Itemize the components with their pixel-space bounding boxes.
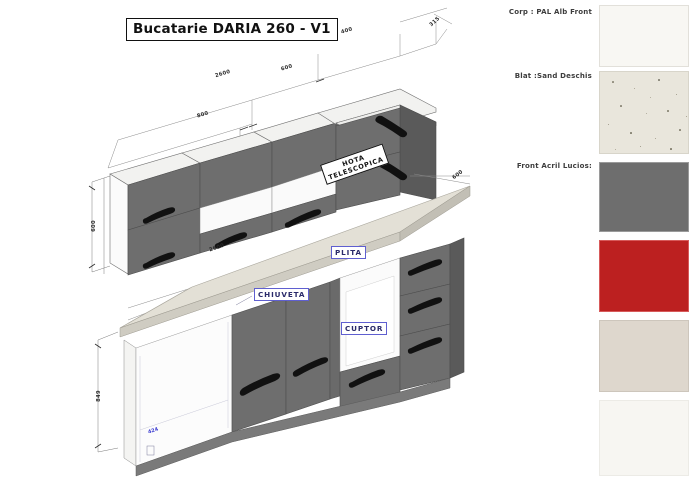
materials-panel: Corp : PAL Alb Front Blat :Sand Deschis … <box>500 0 700 494</box>
material-swatch-front-white[interactable] <box>599 400 689 476</box>
texture-speck <box>679 129 681 131</box>
texture-speck <box>640 146 642 148</box>
material-swatch-corp[interactable] <box>599 5 689 67</box>
callout-plita[interactable]: PLITA <box>331 246 366 259</box>
texture-speck <box>655 138 657 140</box>
texture-speck <box>630 132 632 134</box>
texture-speck <box>667 110 669 112</box>
texture-speck <box>615 149 617 151</box>
texture-speck <box>612 81 614 83</box>
texture-speck <box>686 116 688 118</box>
material-swatch-front-beige[interactable] <box>599 320 689 392</box>
page-title: Bucatarie DARIA 260 - V1 <box>126 18 338 41</box>
texture-speck <box>670 148 672 150</box>
material-label-corp: Corp : PAL Alb Front <box>508 8 592 16</box>
dim-upper-height: 600 <box>90 220 97 232</box>
callout-cuptor[interactable]: CUPTOR <box>341 322 388 335</box>
texture-speck <box>634 88 636 90</box>
texture-speck <box>658 79 660 81</box>
texture-speck <box>620 105 622 107</box>
material-swatch-front-red[interactable] <box>599 240 689 312</box>
material-swatch-blat[interactable] <box>599 71 689 154</box>
material-swatch-front-gray[interactable] <box>599 162 689 232</box>
dim-lower-height: 849 <box>95 390 102 402</box>
material-label-front: Front Acril Lucios: <box>516 162 592 170</box>
texture-speck <box>608 124 610 126</box>
texture-speck <box>676 94 678 96</box>
texture-speck <box>646 113 648 115</box>
drawing-canvas: Bucatarie DARIA 260 - V1 2600 600 800 40… <box>88 7 471 477</box>
callout-chiuveta[interactable]: CHIUVETA <box>254 288 310 301</box>
isometric-kitchen-drawing <box>88 7 471 477</box>
texture-speck <box>650 97 652 99</box>
material-label-blat: Blat :Sand Deschis <box>514 72 592 80</box>
